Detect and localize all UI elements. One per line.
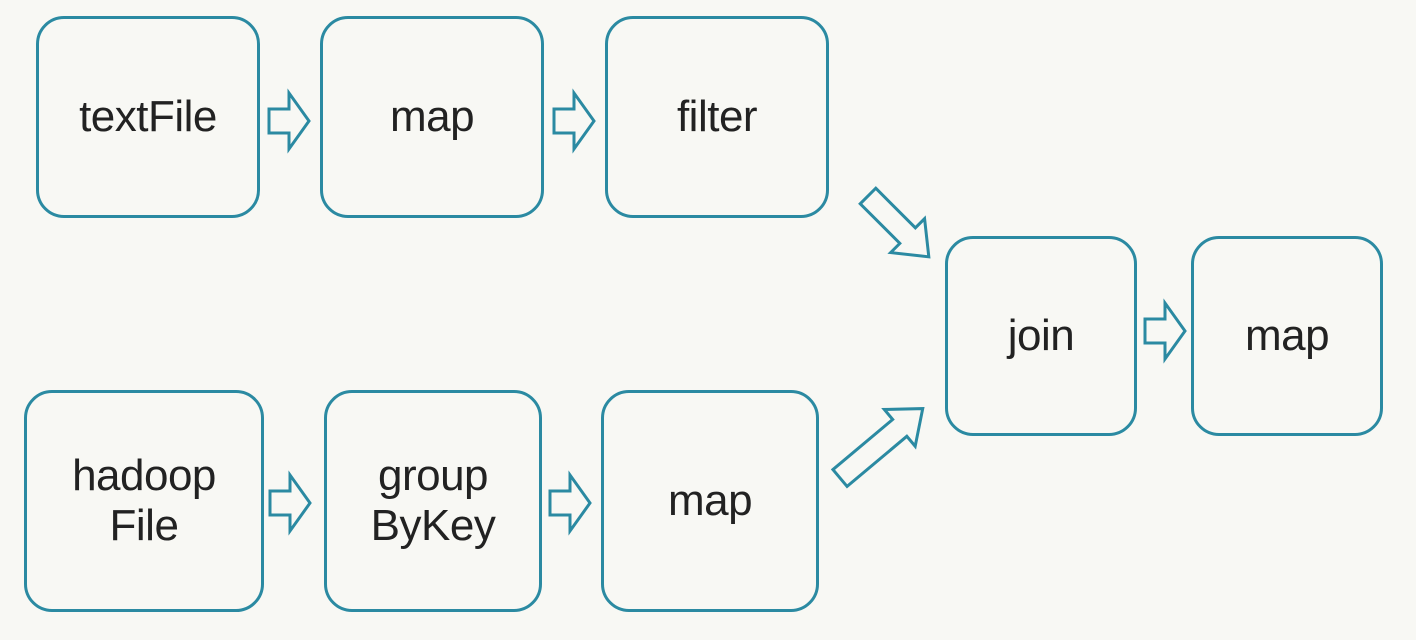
arrow-right-icon [268, 470, 312, 536]
arrow-right-icon [1143, 298, 1187, 364]
node-filter-label: filter [676, 92, 758, 141]
node-map-bottom: map [601, 390, 819, 612]
node-groupbykey-label: group ByKey [370, 451, 496, 550]
node-textfile: textFile [36, 16, 260, 218]
node-map-top-label: map [389, 92, 475, 141]
node-map-top: map [320, 16, 544, 218]
node-join: join [945, 236, 1137, 436]
node-map-final: map [1191, 236, 1383, 436]
node-hadoopfile-label: hadoop File [72, 451, 216, 550]
node-filter: filter [605, 16, 829, 218]
node-groupbykey: group ByKey [324, 390, 542, 612]
node-join-label: join [1007, 311, 1075, 360]
arrow-right-icon [267, 88, 311, 154]
node-textfile-label: textFile [79, 92, 217, 141]
arrow-down-right-icon [858, 186, 931, 259]
arrow-right-icon [548, 470, 592, 536]
arrow-right-icon [552, 88, 596, 154]
node-map-final-label: map [1244, 311, 1330, 360]
arrow-up-right-icon [830, 407, 925, 489]
node-map-bottom-label: map [667, 476, 753, 525]
node-hadoopfile: hadoop File [24, 390, 264, 612]
